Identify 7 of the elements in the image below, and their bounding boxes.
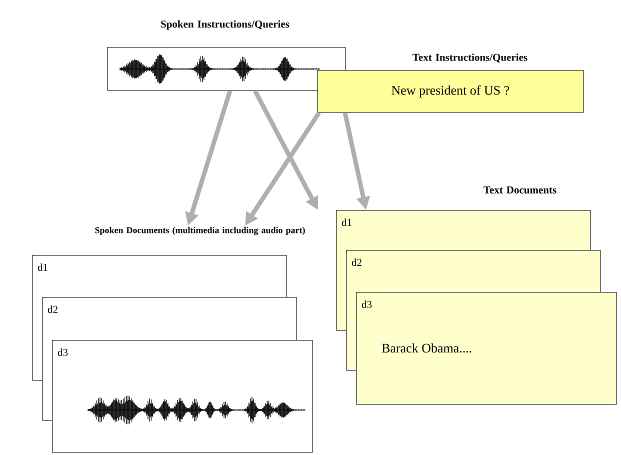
document-card: d3 Barack Obama.... [356,292,617,405]
query-box: New president of US ? [317,70,584,113]
heading: Spoken Documents (multimedia including audio part) [95,226,305,236]
heading: Text Instructions/Queries [412,54,528,62]
document-card: d3 [52,340,313,453]
heading: Text Documents [484,186,556,194]
heading: Spoken Instructions/Queries [161,20,290,30]
